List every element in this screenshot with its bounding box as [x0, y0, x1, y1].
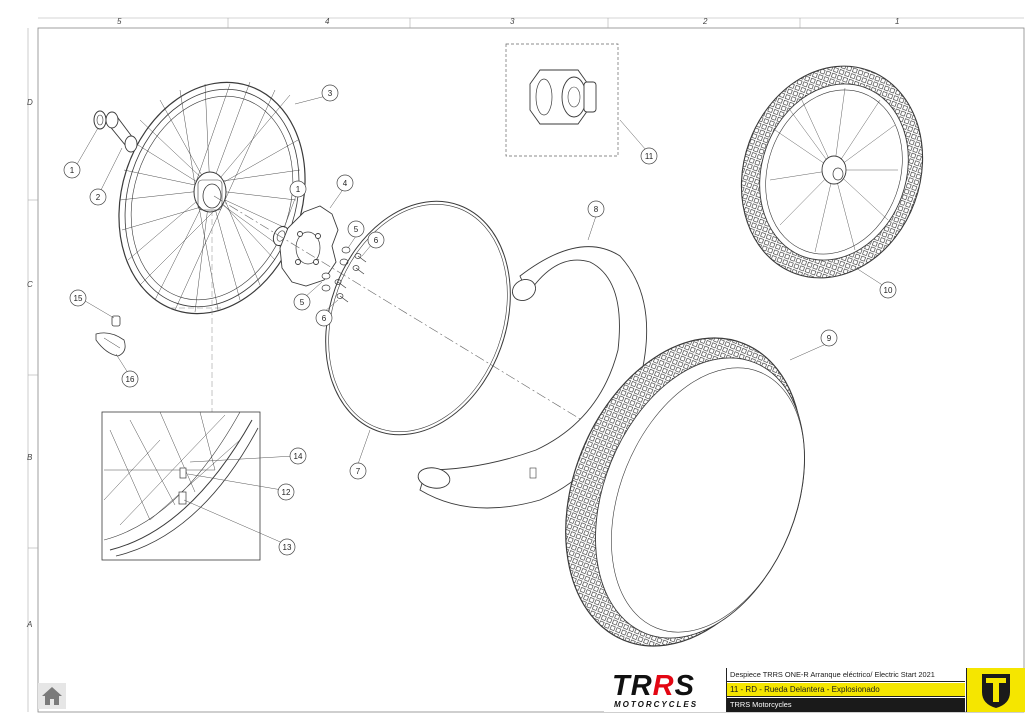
callout-10: 10	[884, 286, 893, 295]
callout-5: 5	[354, 225, 359, 234]
sheet-title: 11 - RD - Rueda Delantera - Explosionado	[727, 683, 965, 697]
callout-15: 15	[74, 294, 83, 303]
brand-wordmark: TRRS	[612, 670, 695, 702]
callout-13: 13	[283, 543, 292, 552]
callout-9: 9	[827, 334, 832, 343]
title-block: TRRS MOTORCYCLES Despiece TRRS ONE-R Arr…	[604, 668, 1025, 712]
callout-11: 11	[645, 152, 654, 161]
company-name: TRRS Motorcycles	[727, 698, 965, 712]
home-button[interactable]	[38, 683, 66, 709]
column-label-3: 3	[510, 17, 515, 26]
callout-12: 12	[282, 488, 291, 497]
trrs-logo: TRRS MOTORCYCLES	[604, 668, 727, 712]
row-label-a: A	[27, 620, 33, 629]
callout-6: 6	[374, 236, 379, 245]
callout-7: 7	[356, 467, 361, 476]
part-11-hub	[529, 69, 597, 125]
drawing-frame	[37, 27, 1025, 713]
leader-lines	[75, 95, 885, 545]
callout-4: 4	[343, 179, 348, 188]
trrs-shield-icon	[982, 674, 1010, 708]
row-label-b: B	[27, 453, 33, 462]
part-9-tire	[565, 337, 805, 647]
callout-1b: 1	[296, 185, 301, 194]
title-rows: Despiece TRRS ONE-R Arranque eléctrico/ …	[727, 668, 965, 712]
callout-6b: 6	[322, 314, 327, 323]
part-2-spacer	[105, 111, 138, 153]
home-icon	[38, 683, 66, 709]
callout-16: 16	[126, 375, 135, 384]
callout-8: 8	[594, 205, 599, 214]
part-7-rim-band	[325, 200, 511, 436]
column-label-5: 5	[117, 17, 122, 26]
callout-labels: 1 2 3 1 4 5 6 5 6 7 8 9 10 11 12 13 14 1…	[63, 84, 897, 556]
brand-subtitle: MOTORCYCLES	[614, 700, 699, 709]
brand-badge	[966, 668, 1025, 712]
part-16-valve-cap	[95, 332, 126, 357]
detail-view	[101, 411, 261, 561]
column-label-4: 4	[325, 17, 330, 26]
callout-1: 1	[70, 166, 75, 175]
callout-5b: 5	[300, 298, 305, 307]
hub-detail-box	[505, 43, 619, 157]
part-15-valve	[111, 315, 121, 327]
document-title: Despiece TRRS ONE-R Arranque eléctrico/ …	[727, 668, 965, 682]
part-5-6-bolts	[321, 246, 367, 303]
part-4-brake-disc	[279, 205, 339, 287]
part-10-assembled-wheel	[740, 65, 924, 279]
row-label-d: D	[27, 98, 33, 107]
part-1-seal	[93, 110, 107, 130]
callout-14: 14	[294, 452, 303, 461]
callout-2: 2	[96, 193, 101, 202]
row-label-c: C	[27, 280, 33, 289]
callout-3: 3	[328, 89, 333, 98]
column-label-1: 1	[895, 17, 900, 26]
column-label-2: 2	[703, 17, 708, 26]
